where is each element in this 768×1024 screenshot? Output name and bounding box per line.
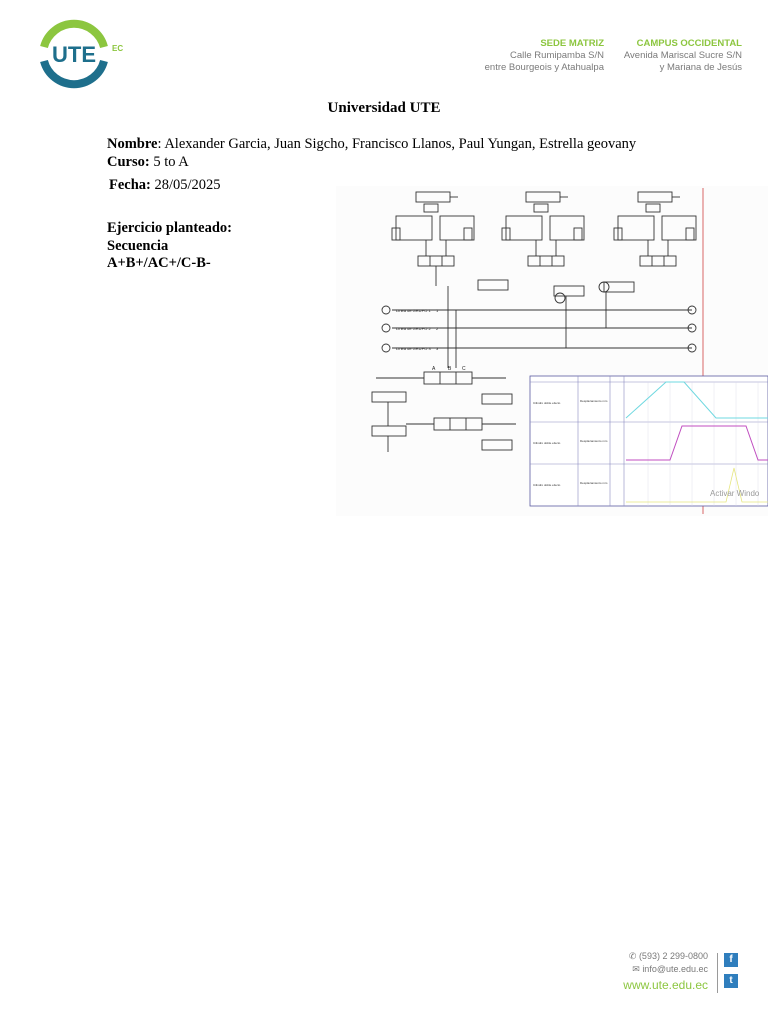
address-heading: CAMPUS OCCIDENTAL — [636, 38, 742, 49]
email-line[interactable]: ✉ info@ute.edu.ec — [623, 963, 738, 976]
nombre-label: Nombre — [107, 136, 158, 152]
curso-line: Curso: 5 to A — [107, 154, 189, 171]
nombre-value: : Alexander Garcia, Juan Sigcho, Francis… — [157, 136, 637, 152]
address-line: Avenida Mariscal Sucre S/N — [623, 50, 742, 61]
footer-divider — [717, 953, 718, 993]
curso-value: 5 to A — [149, 154, 189, 170]
group-line-label: Línea de GRUPO 3 — [396, 346, 431, 351]
email-address[interactable]: info@ute.edu.ec — [642, 964, 708, 974]
group-line-label: Línea de GRUPO 1 — [396, 308, 431, 313]
group-number: 2 — [436, 326, 439, 331]
sequence-label: Secuencia — [107, 237, 169, 254]
motion-quantity-label: Desplazamiento mm — [580, 439, 608, 443]
website-link[interactable]: www.ute.edu.ec — [623, 978, 708, 992]
pneumatic-circuit-diagram: Línea de GRUPO 1 Línea de GRUPO 2 Línea … — [336, 186, 768, 516]
fecha-line: Fecha: 28/05/2025 — [109, 177, 221, 194]
motion-quantity-label: Desplazamiento mm — [580, 481, 608, 485]
sequence-value: A+B+/AC+/C-B- — [107, 255, 211, 271]
phone-icon: ✆ — [628, 951, 639, 961]
nombre-line: Nombre: Alexander Garcia, Juan Sigcho, F… — [107, 136, 636, 153]
logo-suffix: EC — [112, 44, 123, 53]
mail-icon: ✉ — [632, 964, 643, 974]
port-label: B — [448, 366, 452, 372]
facebook-icon[interactable]: f — [724, 953, 738, 967]
address-sede-matriz: SEDE MATRIZ Calle Rumipamba S/N entre Bo… — [470, 38, 604, 74]
group-number: 3 — [436, 346, 439, 351]
ute-logo: UTE EC — [38, 17, 128, 91]
page-title: Universidad UTE — [327, 100, 441, 116]
group-line-label: Línea de GRUPO 2 — [396, 326, 431, 331]
group-number: 1 — [436, 308, 439, 313]
fecha-label: Fecha: — [109, 177, 151, 193]
windows-activation-watermark: Activar Windo — [710, 489, 760, 498]
phone-number: (593) 2 299-0800 — [638, 951, 708, 961]
exercise-block: Ejercicio planteado: Secuencia A+B+/AC+/… — [107, 220, 232, 273]
motion-diagram: Cilindro doble efecto Cilindro doble efe… — [529, 375, 768, 507]
motion-quantity-label: Desplazamiento mm — [580, 399, 608, 403]
address-line: entre Bourgeois y Atahualpa — [484, 62, 604, 73]
phone-line: ✆ (593) 2 299-0800 — [623, 950, 738, 963]
contact-footer: f t ✆ (593) 2 299-0800 ✉ info@ute.edu.ec… — [623, 950, 738, 993]
exercise-label: Ejercicio planteado: — [107, 220, 232, 236]
twitter-icon[interactable]: t — [724, 974, 738, 988]
address-heading: SEDE MATRIZ — [540, 38, 604, 49]
logo-text: UTE — [52, 42, 96, 67]
port-label: C — [462, 366, 466, 372]
address-line: y Mariana de Jesús — [659, 62, 742, 73]
curso-label: Curso: — [107, 154, 150, 170]
fecha-value: 28/05/2025 — [150, 177, 221, 193]
address-line: Calle Rumipamba S/N — [510, 50, 604, 61]
motion-row-label: Cilindro doble efecto — [533, 401, 561, 405]
motion-row-label: Cilindro doble efecto — [533, 441, 561, 445]
address-campus-occidental: CAMPUS OCCIDENTAL Avenida Mariscal Sucre… — [612, 38, 742, 74]
motion-row-label: Cilindro doble efecto — [533, 483, 561, 487]
port-label: A — [432, 366, 436, 372]
